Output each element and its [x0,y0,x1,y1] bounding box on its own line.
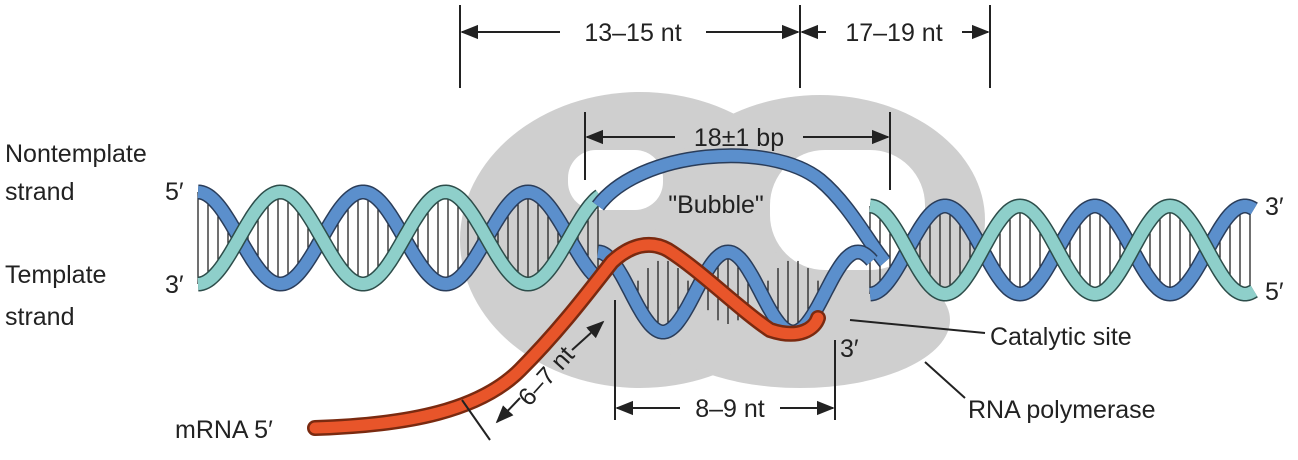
left-bottom-end-label: 3′ [165,271,184,299]
template-strand-label-1: Template [5,261,106,289]
right-bottom-end-label: 5′ [1265,278,1284,306]
catalytic-site-label: Catalytic site [990,323,1132,351]
rna-polymerase-label: RNA polymerase [968,396,1156,424]
rna-3prime-label: 3′ [840,335,859,363]
downstream-span-label: 17–19 nt [845,19,942,47]
mrna-label: mRNA 5′ [175,416,273,444]
nontemplate-strand-label-2: strand [5,178,74,206]
left-top-end-label: 5′ [165,178,184,206]
bubble-span-label: 18±1 bp [694,124,784,152]
bubble-label: "Bubble" [668,191,764,219]
hybrid-span-label: 8–9 nt [695,395,765,423]
upstream-span-label: 13–15 nt [584,19,681,47]
template-strand-label-2: strand [5,303,74,331]
nontemplate-strand-label-1: Nontemplate [5,140,147,168]
right-top-end-label: 3′ [1265,193,1284,221]
